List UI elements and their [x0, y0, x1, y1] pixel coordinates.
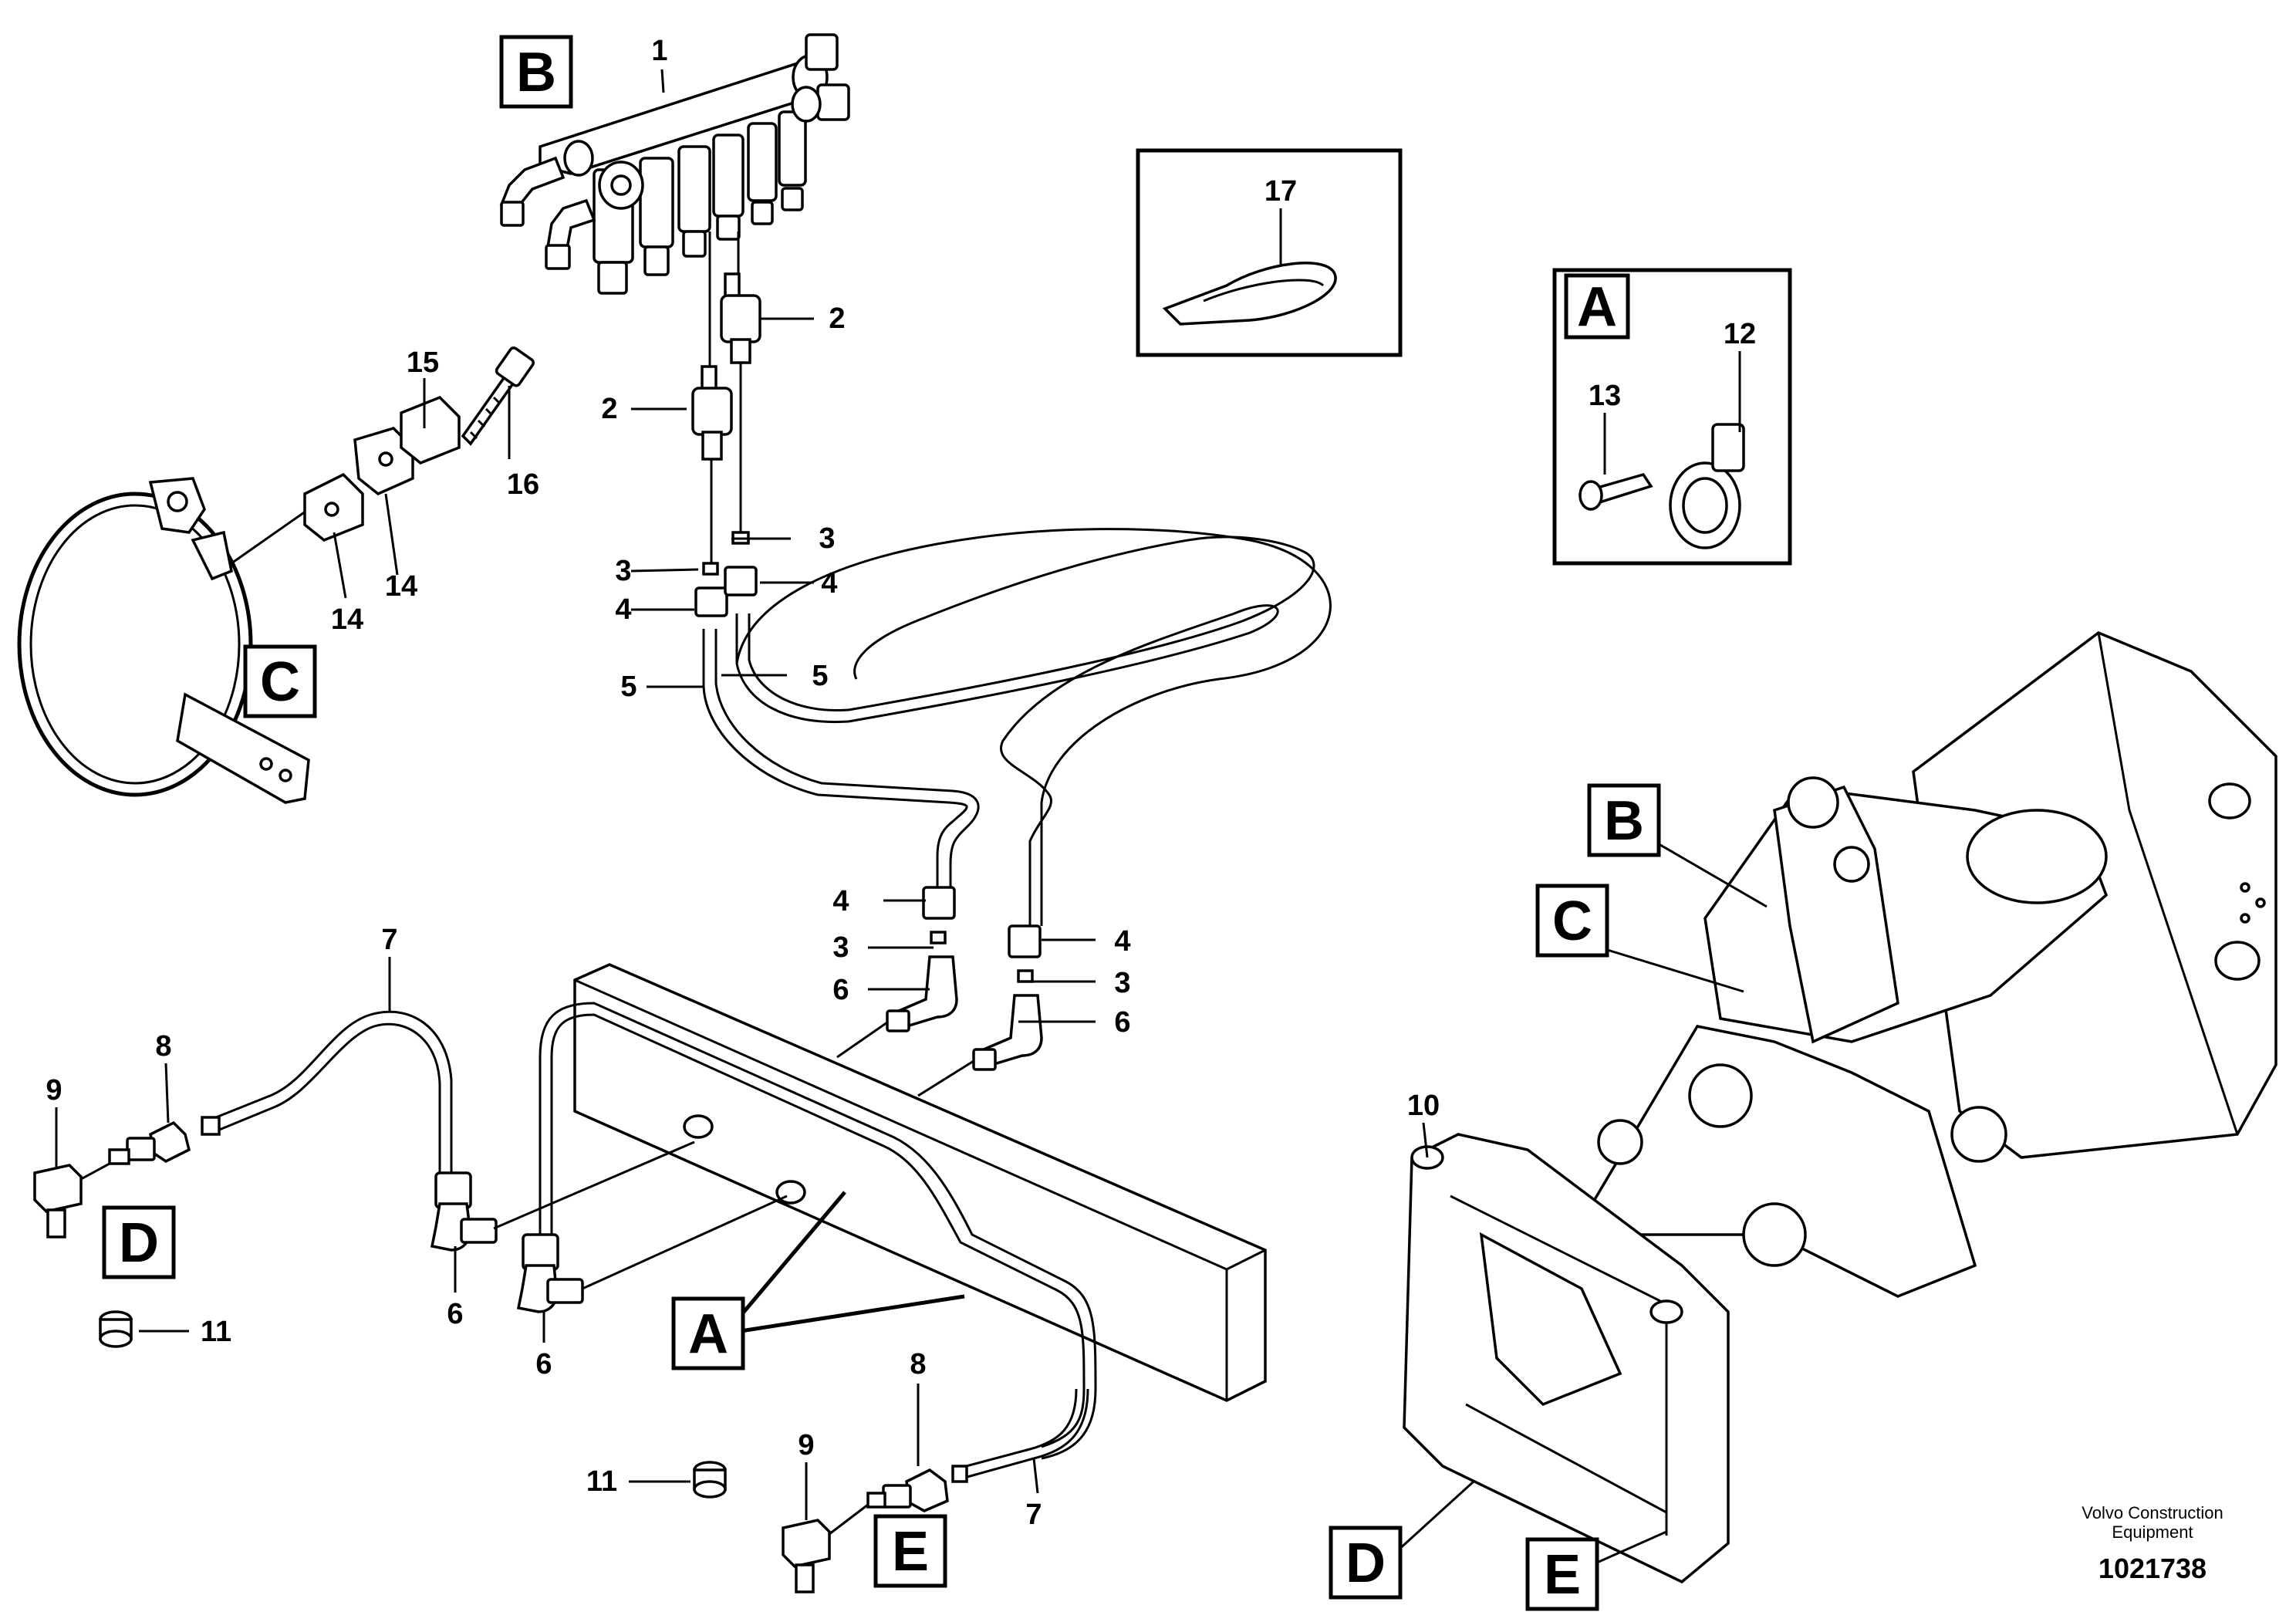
callout-5: 5 — [620, 671, 636, 703]
boom-beam — [539, 963, 1267, 1460]
callout-4: 4 — [1114, 925, 1130, 958]
footer: Volvo Construction Equipment 1021738 — [2082, 1503, 2223, 1584]
company-line-1: Volvo Construction — [2082, 1503, 2223, 1522]
callout-12: 12 — [1724, 318, 1756, 350]
drawing-number: 1021738 — [2098, 1553, 2207, 1584]
callout-11: 11 — [586, 1465, 617, 1498]
callout-4: 4 — [832, 885, 849, 917]
callout-10: 10 — [1407, 1090, 1440, 1122]
callout-4: 4 — [821, 567, 837, 600]
callout-6: 6 — [535, 1348, 552, 1380]
hose-loop-5 — [702, 528, 1332, 926]
callout-14: 14 — [331, 603, 363, 636]
view-letters: B A C D A E B C D E — [119, 42, 1644, 1606]
leader-lines — [55, 69, 1768, 1564]
callout-11: 11 — [201, 1316, 231, 1348]
callout-3: 3 — [819, 522, 835, 555]
callout-9: 9 — [798, 1429, 814, 1461]
loader-frame — [1403, 631, 2277, 1584]
top-fittings-3-4 — [694, 531, 758, 617]
callout-13: 13 — [1589, 380, 1621, 412]
callout-6: 6 — [1114, 1006, 1130, 1039]
callout-14: 14 — [385, 570, 417, 603]
view-label-a-inset: A — [1577, 276, 1617, 338]
callout-4: 4 — [615, 593, 631, 626]
view-label-b-top: B — [516, 42, 556, 103]
lower-fittings-left — [836, 886, 1043, 1097]
adapters-2 — [691, 231, 761, 567]
view-label-e-center: E — [892, 1521, 929, 1583]
lower-center-pipe-7 — [693, 1388, 1089, 1593]
callout-3: 3 — [1114, 967, 1130, 999]
lower-left-pipe-7 — [33, 1010, 788, 1348]
view-label-b-machine: B — [1604, 790, 1644, 852]
callout-8: 8 — [155, 1030, 171, 1063]
callout-7: 7 — [1025, 1499, 1042, 1531]
company-line-2: Equipment — [2112, 1522, 2193, 1542]
view-label-d-machine: D — [1346, 1532, 1386, 1594]
callout-16: 16 — [507, 468, 539, 501]
callout-8: 8 — [910, 1348, 926, 1380]
callout-7: 7 — [381, 924, 397, 956]
view-label-c-left: C — [260, 651, 300, 713]
callout-5: 5 — [812, 660, 828, 692]
callout-6: 6 — [832, 974, 849, 1006]
clamp-assembly — [17, 346, 535, 804]
callout-6: 6 — [447, 1298, 463, 1330]
callout-1: 1 — [651, 35, 667, 67]
callout-17: 17 — [1264, 175, 1297, 208]
callout-3: 3 — [615, 555, 631, 587]
view-label-a-center: A — [688, 1303, 728, 1365]
callout-15: 15 — [407, 346, 439, 379]
inset-17 — [1136, 148, 1403, 357]
view-label-c-machine: C — [1552, 890, 1592, 952]
view-label-e-machine: E — [1544, 1544, 1581, 1606]
callout-9: 9 — [46, 1074, 62, 1107]
view-label-d-left: D — [119, 1212, 159, 1274]
view-label-boxes — [102, 35, 1661, 1611]
distributor-block — [499, 33, 850, 295]
callout-2: 2 — [829, 302, 845, 335]
callout-numbers: 1 2 2 3 3 4 4 5 5 4 3 6 4 3 6 7 8 9 6 6 … — [46, 35, 1756, 1531]
callout-2: 2 — [601, 393, 617, 425]
callout-3: 3 — [832, 931, 849, 964]
